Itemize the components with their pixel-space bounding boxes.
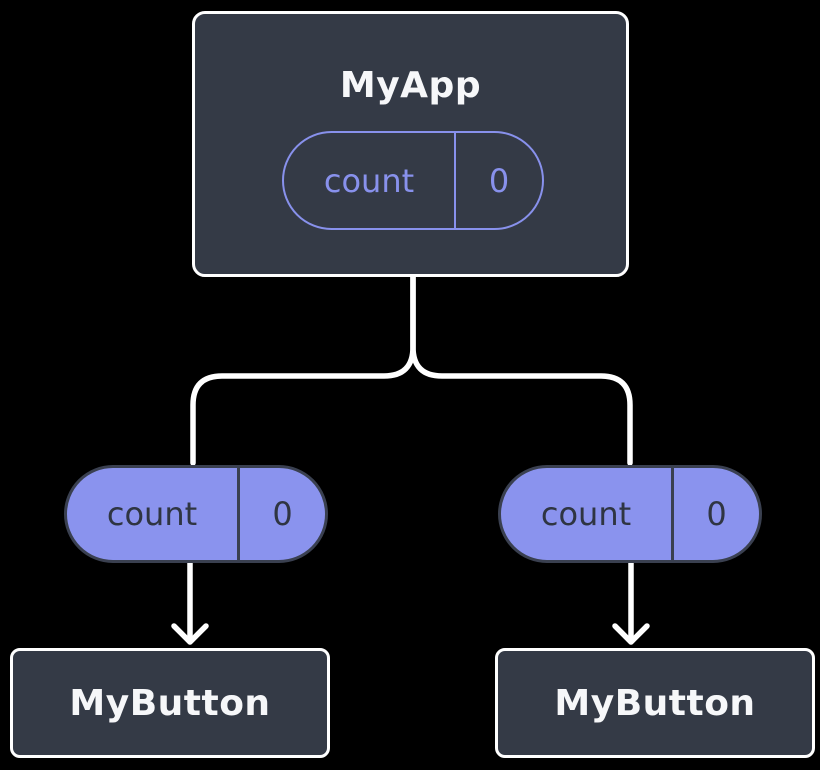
prop-pill-left: count 0	[64, 465, 328, 563]
fork-line-left	[190, 273, 416, 466]
prop-name-label: count	[67, 468, 240, 560]
root-state-pill: count 0	[282, 131, 544, 230]
prop-pill-right: count 0	[498, 465, 762, 563]
prop-value: 0	[706, 495, 727, 533]
mybutton-node-right: MyButton	[495, 648, 815, 758]
myapp-node: MyApp	[192, 11, 629, 277]
mybutton-title: MyButton	[69, 682, 271, 724]
myapp-title: MyApp	[339, 65, 482, 106]
arrow-left-head-icon	[171, 623, 209, 645]
mybutton-title: MyButton	[554, 682, 756, 724]
prop-name-label: count	[501, 468, 674, 560]
state-name-label: count	[284, 133, 456, 228]
state-value: 0	[488, 161, 510, 200]
arrow-right-head-icon	[612, 623, 650, 645]
prop-value: 0	[272, 495, 293, 533]
mybutton-node-left: MyButton	[10, 648, 330, 758]
fork-line-right	[410, 273, 633, 466]
